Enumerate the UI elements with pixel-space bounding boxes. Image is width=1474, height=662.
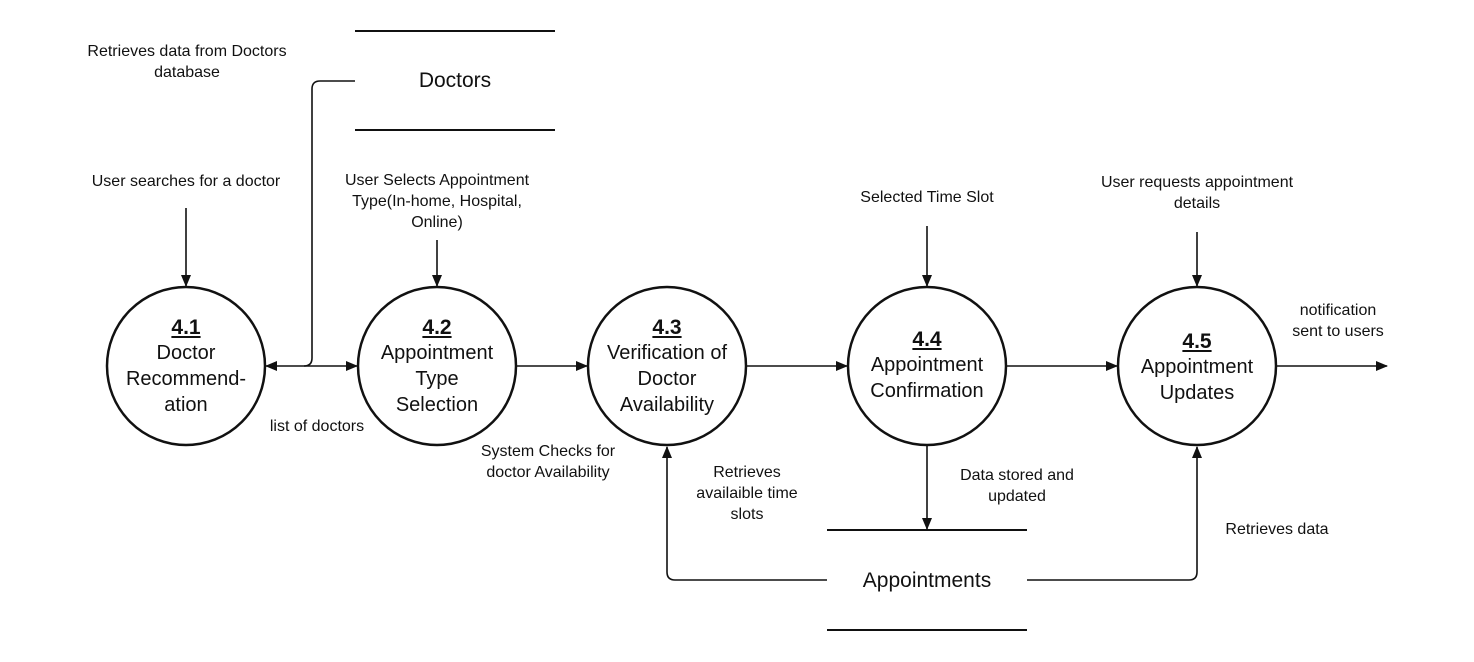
process-circle-4-4	[846, 285, 1008, 447]
store-appointments-label: Appointments	[862, 569, 992, 592]
store-doctors	[355, 30, 555, 131]
process-name: Verification of Doctor Availability	[606, 341, 728, 416]
label-system-checks: System Checks for doctor Availability	[480, 443, 616, 481]
store-doctors-label: Doctors	[418, 69, 492, 92]
process-4-4: 4.4 Appointment Confirmation	[850, 310, 1004, 420]
process-4-2: 4.2 Appointment Type Selection	[364, 300, 510, 432]
flow-retrieves-doctors	[303, 80, 355, 367]
label-retrieves-slots: Retrieves availaible time slots	[696, 464, 798, 523]
process-circle-4-2	[356, 285, 518, 447]
label-retrieves-doctors: Retrieves data from Doctors database	[87, 43, 287, 81]
process-number: 4.4	[912, 327, 942, 351]
label-retrieves-data: Retrieves data	[1225, 521, 1329, 538]
flow-retrieves-data	[1027, 446, 1202, 581]
store-appointments	[827, 529, 1027, 631]
label-data-stored: Data stored and updated	[960, 467, 1074, 505]
process-circle-4-3	[586, 285, 748, 447]
process-number: 4.1	[171, 315, 201, 339]
process-number: 4.5	[1182, 329, 1212, 353]
label-list-of-doctors: list of doctors	[269, 418, 365, 435]
process-name: Appointment Type Selection	[380, 341, 494, 416]
process-number: 4.3	[652, 315, 682, 339]
label-user-requests: User requests appointment details	[1100, 174, 1294, 212]
process-4-1: 4.1 Doctor Recommend- ation	[118, 300, 254, 432]
process-name: Appointment Confirmation	[870, 353, 984, 402]
process-4-5: 4.5 Appointment Updates	[1122, 312, 1272, 422]
label-notification: notification sent to users	[1292, 302, 1384, 340]
process-4-3: 4.3 Verification of Doctor Availability	[588, 300, 746, 432]
label-user-selects-type: User Selects Appointment Type(In-home, H…	[344, 172, 530, 231]
process-name: Appointment Updates	[1140, 355, 1254, 404]
label-user-searches: User searches for a doctor	[91, 173, 281, 190]
process-number: 4.2	[422, 315, 452, 339]
flow-retrieves-slots	[662, 446, 827, 581]
label-selected-slot: Selected Time Slot	[860, 189, 994, 206]
process-name: Doctor Recommend- ation	[125, 341, 247, 416]
process-circle-4-5	[1116, 285, 1278, 447]
